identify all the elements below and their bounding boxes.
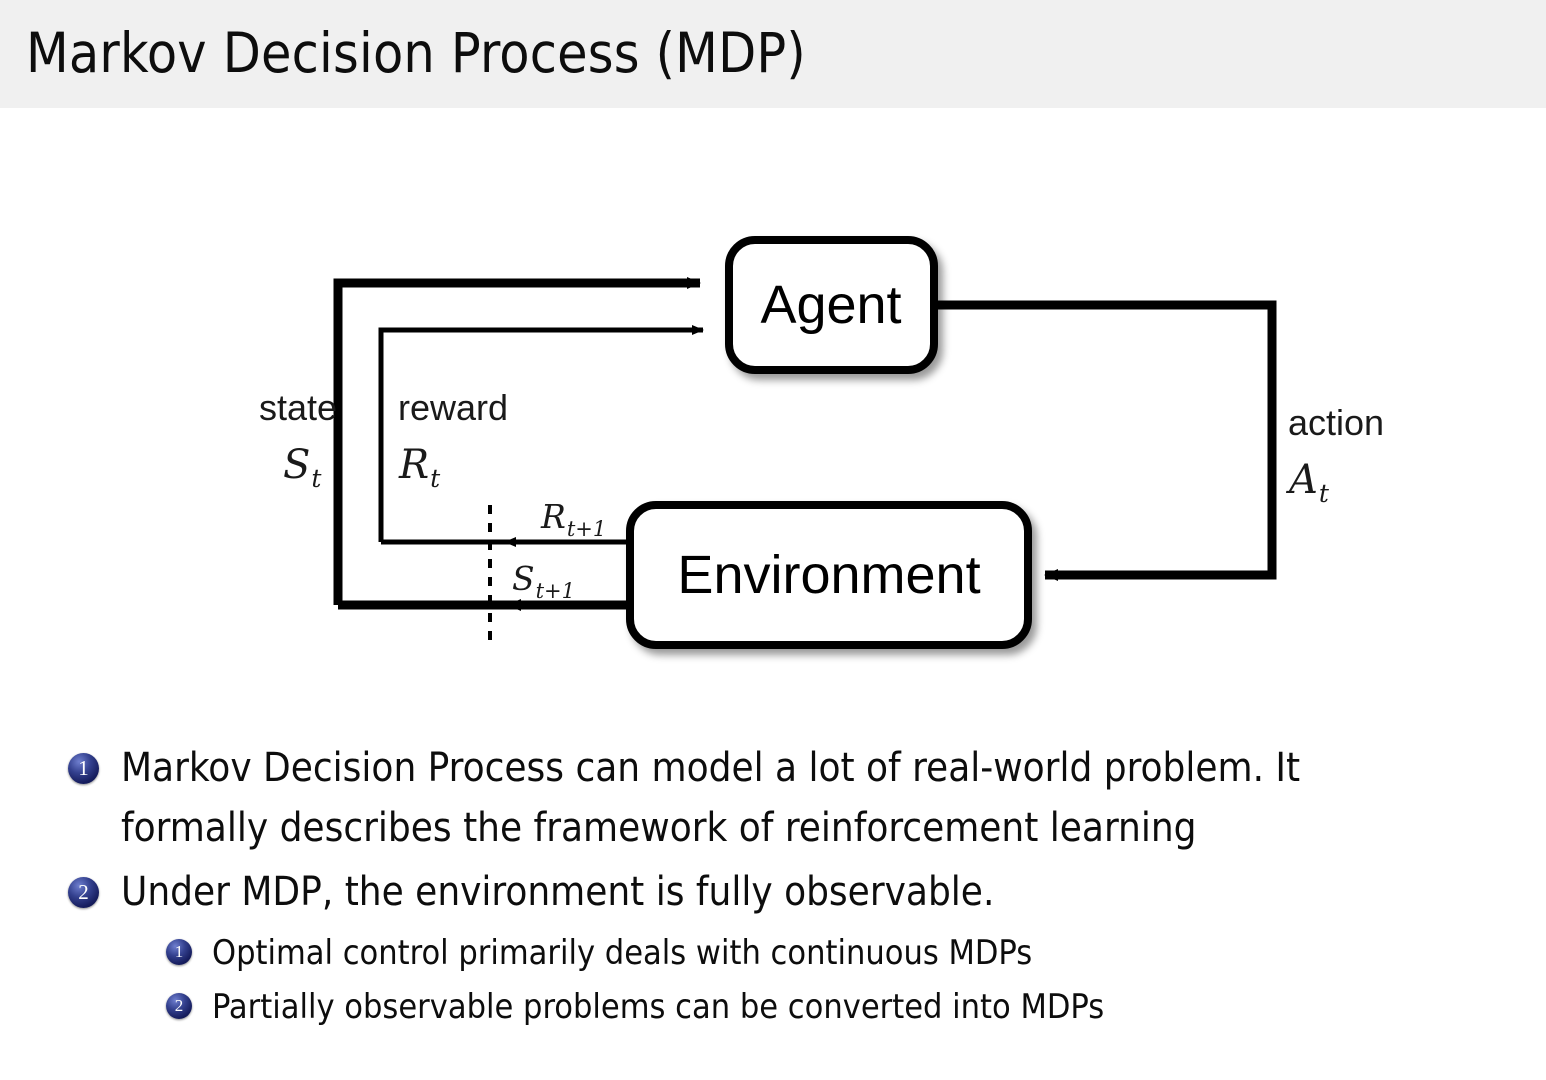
bullet-number-badge: 1 <box>68 753 99 784</box>
list-item-text: Markov Decision Process can model a lot … <box>121 738 1516 858</box>
mdp-diagram: Agent Environment state St reward Rt act… <box>0 120 1546 700</box>
reward-label-word: reward <box>398 387 508 428</box>
state-label-word: state <box>259 387 337 428</box>
next-reward-label: Rt+1 <box>540 497 606 541</box>
node-agent-label: Agent <box>760 275 901 335</box>
node-environment-label: Environment <box>677 545 980 605</box>
edge-state-to-agent <box>333 277 701 605</box>
sub-bullet-number-badge: 2 <box>166 993 192 1019</box>
edge-action-to-environment <box>935 300 1277 581</box>
node-agent <box>725 236 938 374</box>
sub-list-item: 2 Partially observable problems can be c… <box>0 980 1546 1034</box>
sub-list-item: 1 Optimal control primarily deals with c… <box>0 926 1546 980</box>
node-environment <box>626 501 1032 649</box>
list-item: 2 Under MDP, the environment is fully ob… <box>0 862 1546 922</box>
list-item-text: Under MDP, the environment is fully obse… <box>121 862 1516 922</box>
sub-list-item-text: Partially observable problems can be con… <box>212 987 1105 1027</box>
bullet-list: 1 Markov Decision Process can model a lo… <box>0 738 1546 1034</box>
list-item-line: formally describes the framework of rein… <box>121 805 1197 851</box>
action-label-symbol: At <box>1285 457 1330 508</box>
sub-list-item-text: Optimal control primarily deals with con… <box>212 933 1033 973</box>
bullet-number-badge: 2 <box>68 877 99 908</box>
next-state-label: St+1 <box>512 559 575 603</box>
list-item: 1 Markov Decision Process can model a lo… <box>0 738 1546 858</box>
sub-bullet-number-badge: 1 <box>166 939 192 965</box>
state-label-symbol: St <box>283 442 322 493</box>
action-label-word: action <box>1288 402 1384 443</box>
page-title: Markov Decision Process (MDP) <box>26 21 806 85</box>
list-item-line: Markov Decision Process can model a lot … <box>121 745 1301 791</box>
edge-reward-to-agent <box>378 325 704 542</box>
reward-label-symbol: Rt <box>398 442 441 493</box>
slide-header-band: Markov Decision Process (MDP) <box>0 0 1546 108</box>
list-item-line: Under MDP, the environment is fully obse… <box>121 869 995 915</box>
